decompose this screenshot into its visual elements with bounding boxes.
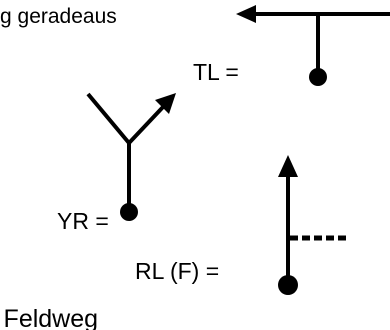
yr-arrowhead (155, 93, 176, 114)
tl-label: TL = (193, 59, 239, 85)
yr-dot (120, 203, 138, 221)
yr-left-branch (86, 92, 131, 145)
rl-arrowhead (278, 155, 298, 177)
bottom-caption: = Feldweg (0, 305, 99, 330)
tl-dot (309, 68, 327, 86)
top-caption: g geradeaus (0, 5, 117, 28)
yr-label: YR = (57, 208, 109, 234)
tl-arrowhead (236, 5, 256, 23)
yr-right-branch (127, 105, 165, 145)
rl-label: RL (F) = (135, 258, 220, 284)
rl-dot (278, 275, 298, 295)
